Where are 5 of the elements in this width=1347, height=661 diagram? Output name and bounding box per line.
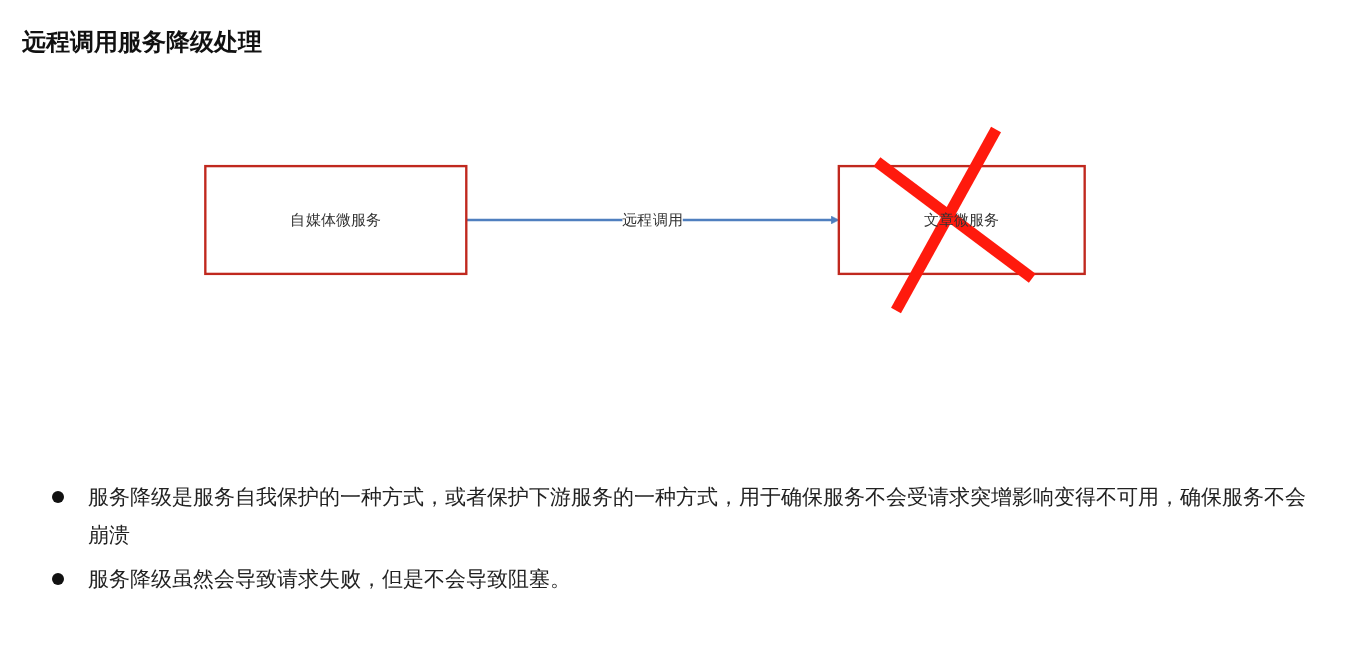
note-text: 服务降级是服务自我保护的一种方式，或者保护下游服务的一种方式，用于确保服务不会受请求突增影响变得不可用，确保服务不会崩溃	[88, 485, 1306, 546]
note-text: 服务降级虽然会导致请求失败，但是不会导致阻塞。	[88, 567, 571, 590]
node-box: 自媒体微服务	[204, 164, 468, 276]
title: 远程调用服务降级处理	[22, 27, 262, 57]
edge-label: 远程调用	[622, 211, 683, 228]
